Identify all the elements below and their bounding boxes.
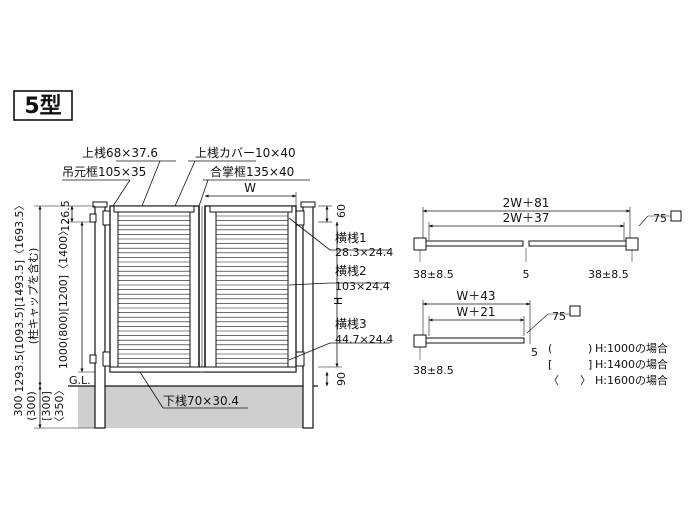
plan-double-post-left xyxy=(413,237,427,251)
plan-double-center-gap: 5 xyxy=(523,268,530,281)
legend-text-1: H:1000の場合 xyxy=(595,341,668,355)
dim-90: 90 xyxy=(335,372,348,386)
label-hinge-frame: 吊元框105×35 xyxy=(62,165,146,179)
label-width: W xyxy=(244,181,256,195)
label-top-rail-cover: 上桟カバー10×40 xyxy=(195,146,296,160)
label-cross-rail-3-size: 44.7×24.4 xyxy=(335,333,393,346)
plan-double-left-offset: 38±8.5 xyxy=(413,268,454,281)
legend: ( ) H:1000の場合 [ ] H:1400の場合 〈 〉 H:1600の場… xyxy=(548,341,668,387)
plan-single-gap: 5 xyxy=(531,346,538,359)
label-height: H xyxy=(332,297,345,305)
louvers-left xyxy=(118,215,190,364)
label-bottom-rail: 下桟70×30.4 xyxy=(163,394,239,408)
hinge-bottom-left xyxy=(102,351,111,367)
dim-embed-angle-350: 〈350〉 xyxy=(53,385,66,428)
louvers-right xyxy=(216,215,288,364)
dim-panel-height: 1000(800)[1200]〈1400〉 xyxy=(57,225,70,369)
dim-126-5: 126.5 xyxy=(59,200,72,232)
dim-embed-paren-300: (300) xyxy=(25,391,38,421)
plan-single-inner: W＋21 xyxy=(456,305,495,319)
left-post xyxy=(94,205,106,429)
plan-single-post xyxy=(413,334,427,348)
hinge-top-right xyxy=(295,210,305,226)
legend-mark-1: ( xyxy=(548,342,552,355)
model-title-text: 5型 xyxy=(24,94,61,119)
plan-double: 2W＋81 2W＋37 75 38±8.5 5 38±8.5 xyxy=(413,196,682,281)
plan-double-post-right xyxy=(625,237,639,251)
dim-post-height: 1293.5(1093.5)[1493.5]〈1693.5〉 xyxy=(13,199,26,392)
legend-close-3: 〉 xyxy=(580,374,591,387)
hinge-top-left xyxy=(102,210,111,226)
label-cross-rail-1: 横桟1 xyxy=(335,231,367,245)
label-cross-rail-2-size: 103×24.4 xyxy=(335,280,390,293)
legend-text-3: H:1600の場合 xyxy=(595,373,668,387)
legend-mark-2: [ xyxy=(548,358,552,371)
label-top-rail: 上桟68×37.6 xyxy=(82,146,158,160)
plan-single: W＋43 W＋21 75 5 38±8.5 xyxy=(413,289,581,377)
plan-single-overall: W＋43 xyxy=(456,289,495,303)
model-title: 5型 xyxy=(13,90,73,121)
plan-double-right-offset: 38±8.5 xyxy=(588,268,629,281)
right-post xyxy=(302,205,314,429)
front-elevation: 上桟68×37.6 上桟カバー10×40 吊元框105×35 合掌框135×40… xyxy=(12,146,393,429)
legend-text-2: H:1400の場合 xyxy=(595,357,668,371)
right-post-cap xyxy=(300,201,316,208)
ground-fill xyxy=(78,386,310,428)
label-cross-rail-2: 横桟2 xyxy=(335,264,367,278)
legend-mark-3: 〈 xyxy=(548,374,559,387)
legend-close-1: ) xyxy=(588,342,592,355)
label-meeting-frame: 合掌框135×40 xyxy=(210,164,294,179)
label-cross-rail-3: 横桟3 xyxy=(335,317,367,331)
dim-embed-bracket-300: [300] xyxy=(40,391,53,421)
plan-double-post-size: 75 xyxy=(653,212,667,225)
dim-60: 60 xyxy=(335,204,348,218)
dim-embed-300: 300 xyxy=(12,396,25,417)
legend-close-2: ] xyxy=(588,358,592,371)
label-cross-rail-1-size: 28.3×24.4 xyxy=(335,246,393,259)
plan-double-inner: 2W＋37 xyxy=(503,211,550,225)
label-ground-line: G.L. xyxy=(69,374,91,387)
dim-post-height-note: (柱キャップを含む) xyxy=(26,248,40,345)
plan-double-overall: 2W＋81 xyxy=(503,196,550,210)
plan-single-left-offset: 38±8.5 xyxy=(413,364,454,377)
plan-single-post-size: 75 xyxy=(552,310,566,323)
left-post-cap xyxy=(92,201,108,208)
